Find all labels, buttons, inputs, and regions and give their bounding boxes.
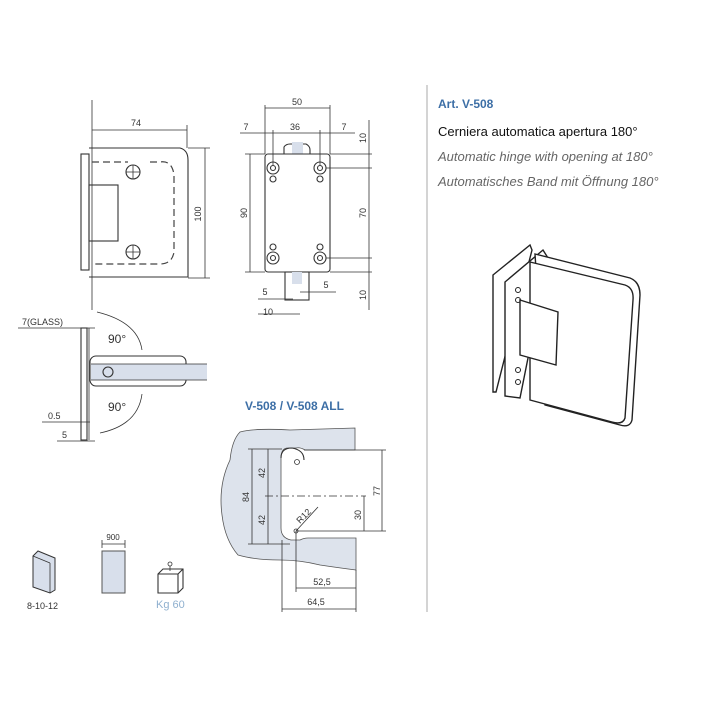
glass-thickness-label: 8-10-12 xyxy=(27,601,58,611)
dim-42-top: 42 xyxy=(257,468,267,478)
dim-5: 5 xyxy=(62,430,67,440)
title-english: Automatic hinge with opening at 180° xyxy=(438,149,653,164)
dim-10-tab: 10 xyxy=(263,307,273,317)
dim-70: 70 xyxy=(358,208,368,218)
dim-glass: 7(GLASS) xyxy=(22,317,63,327)
dim-30: 30 xyxy=(353,510,363,520)
dim-52-5: 52,5 xyxy=(313,577,331,587)
dim-100: 100 xyxy=(193,206,203,221)
glass-thickness-icon xyxy=(32,550,56,594)
angle-label-bottom: 90° xyxy=(108,400,126,414)
dim-7-left: 7 xyxy=(243,122,248,132)
dim-10-bottom: 10 xyxy=(358,290,368,300)
dim-36: 36 xyxy=(290,122,300,132)
title-italian: Cerniera automatica apertura 180° xyxy=(438,124,638,139)
dim-50: 50 xyxy=(292,97,302,107)
glass-cutout-drawing: 84 42 42 R12 77 30 52,5 64,5 xyxy=(220,427,386,612)
side-view: 74 100 xyxy=(80,100,210,310)
top-section-view: 7(GLASS) 90° 90° 0.5 5 xyxy=(18,311,207,442)
dim-84: 84 xyxy=(241,492,251,502)
dim-42-bottom: 42 xyxy=(257,515,267,525)
dim-90: 90 xyxy=(239,208,249,218)
dim-64-5: 64,5 xyxy=(307,597,325,607)
door-width-icon xyxy=(101,550,126,594)
dim-74: 74 xyxy=(131,118,141,128)
dim-5-right: 5 xyxy=(323,280,328,290)
max-width-label: 900 xyxy=(106,533,120,542)
front-view: 50 7 36 7 90 10 70 10 5 5 10 xyxy=(239,97,372,317)
dim-0-5: 0.5 xyxy=(48,411,61,421)
max-weight-label: Kg 60 xyxy=(156,599,185,611)
weight-icon xyxy=(157,561,184,594)
dim-10-top: 10 xyxy=(358,133,368,143)
dim-5-left: 5 xyxy=(262,287,267,297)
dim-7-right: 7 xyxy=(341,122,346,132)
cutout-title: V-508 / V-508 ALL xyxy=(245,399,344,413)
article-number: Art. V-508 xyxy=(438,97,494,111)
angle-label-top: 90° xyxy=(108,332,126,346)
hinge-illustration xyxy=(492,243,641,427)
dim-77: 77 xyxy=(372,486,382,496)
spec-icons: 8-10-12 900 Kg 60 xyxy=(27,533,185,611)
title-german: Automatisches Band mit Öffnung 180° xyxy=(438,174,659,189)
dim-r12: R12 xyxy=(294,507,313,526)
